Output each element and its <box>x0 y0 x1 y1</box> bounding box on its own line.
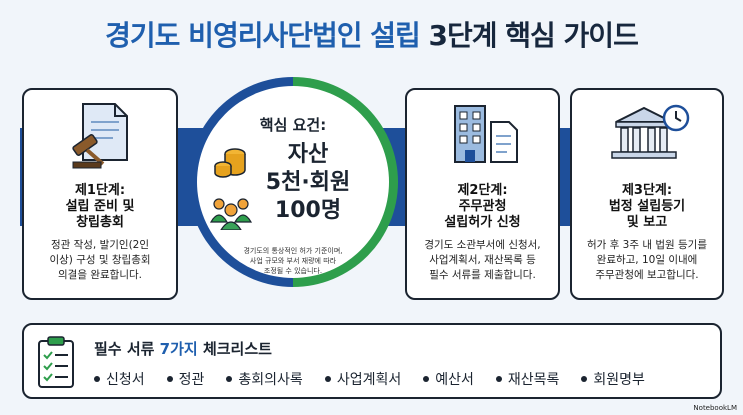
core-heading: 핵심 요건: <box>259 116 327 134</box>
buildings-document-icon <box>454 105 518 163</box>
checklist-items: 신청서 정관 총회의사록 사업계획서 예산서 재산목록 회원명부 <box>94 369 667 389</box>
clipboard-check-icon <box>38 336 74 388</box>
step3-card: 제3단계: 법정 설립등기 및 보고 허가 후 3주 내 법원 등기를 완료하고… <box>570 88 724 300</box>
checklist-title: 필수 서류 7가지 체크리스트 <box>94 340 272 358</box>
step3-desc: 허가 후 3주 내 법원 등기를 완료하고, 10일 이내에 주무관청에 보고합… <box>587 239 707 281</box>
step1-title: 제1단계: 설립 준비 및 창립총회 <box>65 183 135 230</box>
coins-icon <box>214 148 246 178</box>
core-note: 경기도의 통상적인 허가 기준이며, 사업 규모와 부서 재량에 따라 조정될 … <box>243 247 343 275</box>
checklist-item: 정관 <box>166 369 204 389</box>
core-members-count: 100명 <box>274 198 342 223</box>
brand-watermark: NotebookLM <box>693 404 737 412</box>
checklist-item: 재산목록 <box>495 369 559 389</box>
title-sub: 3단계 핵심 가이드 <box>428 19 639 52</box>
step3-title: 제3단계: 법정 설립등기 및 보고 <box>608 183 686 230</box>
step2-desc: 경기도 소관부서에 신청서, 사업계획서, 재산목록 등 필수 서류를 제출합니… <box>424 239 541 281</box>
checklist-item: 예산서 <box>423 369 474 389</box>
document-checklist: 필수 서류 7가지 체크리스트 신청서 정관 총회의사록 사업계획서 예산서 재… <box>22 323 722 399</box>
core-asset-members: 5천·회원 <box>265 170 351 195</box>
step2-title: 제2단계: 주무관청 설립허가 신청 <box>444 183 521 230</box>
page-title: 경기도 비영리사단법인 설립 3단계 핵심 가이드 <box>0 14 743 54</box>
checklist-item: 신청서 <box>94 369 145 389</box>
step1-desc: 정관 작성, 발기인(2인 이상) 구성 및 창립총회 의결을 완료합니다. <box>49 239 151 281</box>
checklist-item: 사업계획서 <box>324 369 401 389</box>
core-asset: 자산 <box>287 142 329 167</box>
checklist-item: 회원명부 <box>581 369 645 389</box>
core-requirement-circle: 핵심 요건: 자산 5천·회원 100명 경기도의 통상적인 허가 기준이며, … <box>188 77 398 287</box>
court-clock-icon <box>611 104 690 159</box>
step2-card: 제2단계: 주무관청 설립허가 신청 경기도 소관부서에 신청서, 사업계획서,… <box>405 88 560 300</box>
checklist-item: 총회의사록 <box>226 369 303 389</box>
document-gavel-icon <box>72 103 128 169</box>
people-icon <box>209 198 253 230</box>
title-main: 경기도 비영리사단법인 설립 <box>105 19 421 52</box>
step1-card: 제1단계: 설립 준비 및 창립총회 정관 작성, 발기인(2인 이상) 구성 … <box>22 88 178 300</box>
